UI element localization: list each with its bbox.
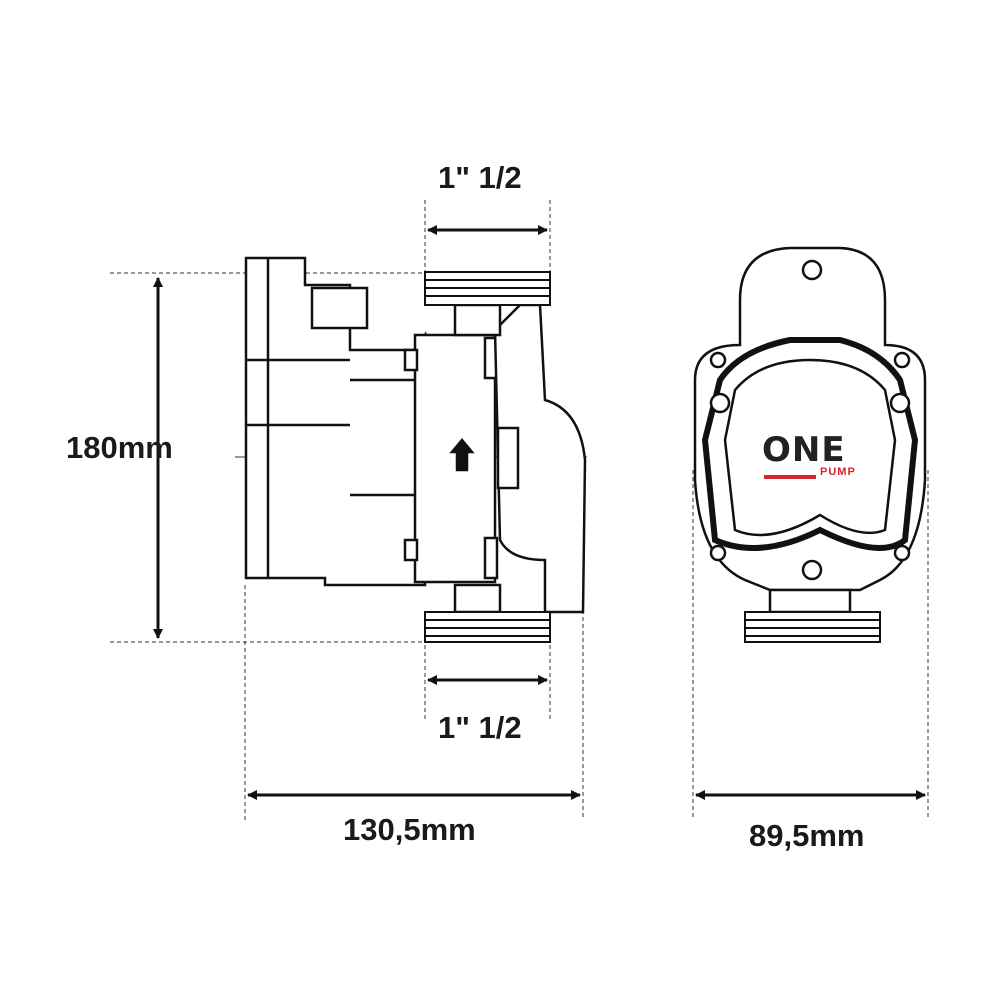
logo-brand: ONE <box>762 430 846 470</box>
dimension-arrows <box>153 225 926 800</box>
front-width-label: 89,5mm <box>749 818 865 853</box>
top-connection-label: 1" 1/2 <box>438 160 522 195</box>
logo-sub: PUMP <box>820 466 856 478</box>
pump-side-view <box>244 256 587 614</box>
height-label: 180mm <box>66 430 173 465</box>
pump-front-view <box>693 246 927 614</box>
one-pump-logo: ONE PUMP <box>762 430 862 480</box>
logo-accent-bar <box>764 475 816 479</box>
bottom-connection-label: 1" 1/2 <box>438 710 522 745</box>
front-threaded-fitting <box>744 611 881 643</box>
side-threaded-fittings <box>424 271 551 643</box>
side-length-label: 130,5mm <box>343 812 476 847</box>
